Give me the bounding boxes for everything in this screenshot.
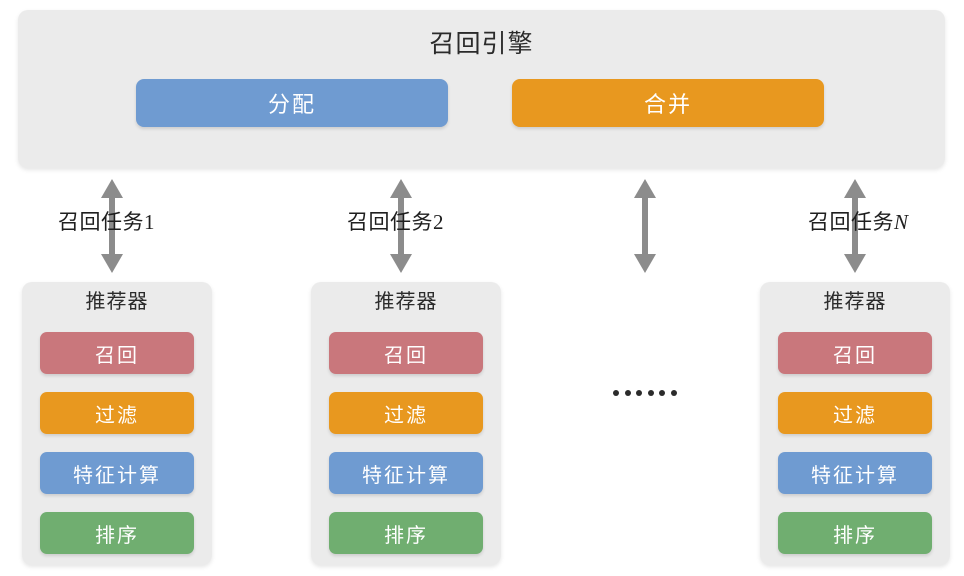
connector-label-4: 召回任务N (808, 212, 909, 233)
connector-label-4-text: 召回任务 (808, 210, 894, 234)
stage-recall-label: 召回 (95, 344, 139, 367)
ellipsis-dot (670, 390, 677, 396)
recommender-card-n[interactable]: 推荐器 召回 过滤 特征计算 排序 (760, 282, 950, 565)
ellipsis-dot (636, 390, 643, 396)
recommender-card-1[interactable]: 推荐器 召回 过滤 特征计算 排序 (22, 282, 212, 565)
stage-feature-compute-label: 特征计算 (73, 464, 161, 487)
recommender-card-1-title: 推荐器 (85, 291, 149, 313)
connector-arrow-1 (99, 179, 125, 273)
stage-recall[interactable]: 召回 (329, 332, 483, 374)
connector-label-1: 召回任务1 (58, 210, 155, 234)
stage-recall-label: 召回 (833, 344, 877, 367)
stage-ranking-label: 排序 (95, 524, 139, 547)
stage-filter[interactable]: 过滤 (329, 392, 483, 434)
engine-button-allocate-label: 分配 (267, 92, 316, 117)
stage-ranking[interactable]: 排序 (329, 512, 483, 554)
stage-feature-compute-label: 特征计算 (811, 464, 899, 487)
stage-ranking-label: 排序 (384, 524, 428, 547)
connector-arrow-4 (842, 179, 868, 273)
stage-ranking[interactable]: 排序 (778, 512, 932, 554)
recommender-card-2-title: 推荐器 (374, 291, 438, 313)
stage-feature-compute-label: 特征计算 (362, 464, 450, 487)
stage-feature-compute[interactable]: 特征计算 (329, 452, 483, 494)
stage-ranking-label: 排序 (833, 524, 877, 547)
engine-button-allocate[interactable]: 分配 (136, 79, 448, 127)
stage-ranking[interactable]: 排序 (40, 512, 194, 554)
stage-filter[interactable]: 过滤 (40, 392, 194, 434)
stage-feature-compute[interactable]: 特征计算 (40, 452, 194, 494)
recommender-card-n-stages: 召回 过滤 特征计算 排序 (778, 332, 932, 554)
recommender-card-1-stages: 召回 过滤 特征计算 排序 (40, 332, 194, 554)
recall-engine-panel: 召回引擎 分配 合并 (18, 10, 945, 168)
connector-arrow-3 (632, 179, 658, 273)
recommender-card-n-title: 推荐器 (823, 291, 887, 313)
recall-engine-title: 召回引擎 (429, 31, 534, 58)
ellipsis-dot (659, 390, 666, 396)
stage-filter-label: 过滤 (95, 404, 139, 427)
engine-button-merge-label: 合并 (643, 92, 692, 117)
stage-feature-compute[interactable]: 特征计算 (778, 452, 932, 494)
engine-button-merge[interactable]: 合并 (512, 79, 824, 127)
stage-filter[interactable]: 过滤 (778, 392, 932, 434)
stage-recall-label: 召回 (384, 344, 428, 367)
connector-arrow-2 (388, 179, 414, 273)
connector-label-2: 召回任务2 (347, 210, 444, 234)
recommender-card-2[interactable]: 推荐器 召回 过滤 特征计算 排序 (311, 282, 501, 565)
ellipsis-dot (647, 390, 654, 396)
ellipsis-indicator (613, 386, 677, 400)
connector-label-4-index: N (894, 210, 909, 234)
stage-recall[interactable]: 召回 (40, 332, 194, 374)
ellipsis-dot (624, 390, 631, 396)
ellipsis-dot (613, 390, 619, 396)
stage-filter-label: 过滤 (833, 404, 877, 427)
stage-recall[interactable]: 召回 (778, 332, 932, 374)
recommender-card-2-stages: 召回 过滤 特征计算 排序 (329, 332, 483, 554)
stage-filter-label: 过滤 (384, 404, 428, 427)
